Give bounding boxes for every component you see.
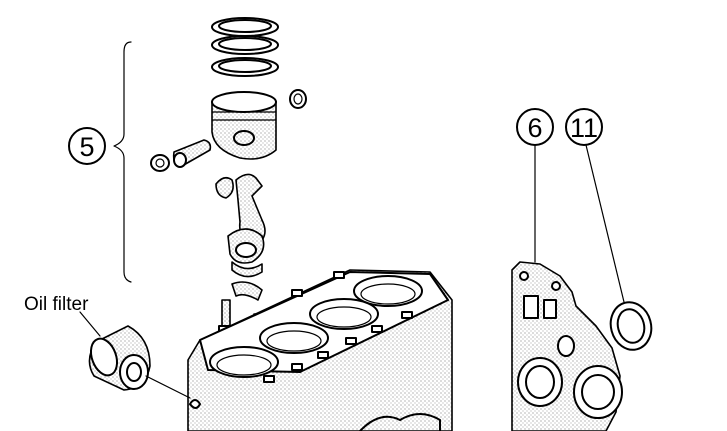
callout-11-number: 11 <box>570 113 598 143</box>
callout-6-number: 6 <box>527 113 542 143</box>
oil-filter <box>88 325 191 399</box>
assembly-bracket <box>113 41 132 283</box>
callout-5-number: 5 <box>79 132 94 162</box>
cylinder-block <box>187 269 453 431</box>
connecting-rod <box>215 173 266 301</box>
timing-cover <box>511 261 623 431</box>
callout-11: 11 <box>565 108 625 303</box>
piston <box>211 89 307 160</box>
callout-5: 5 <box>68 127 106 165</box>
piston-rings <box>211 17 279 77</box>
oil-filter-leader <box>79 311 101 337</box>
oil-seal <box>609 301 653 351</box>
callout-6: 6 <box>516 108 554 263</box>
piston-pin <box>150 139 212 172</box>
oil-filter-label: Oil filter <box>24 294 89 315</box>
